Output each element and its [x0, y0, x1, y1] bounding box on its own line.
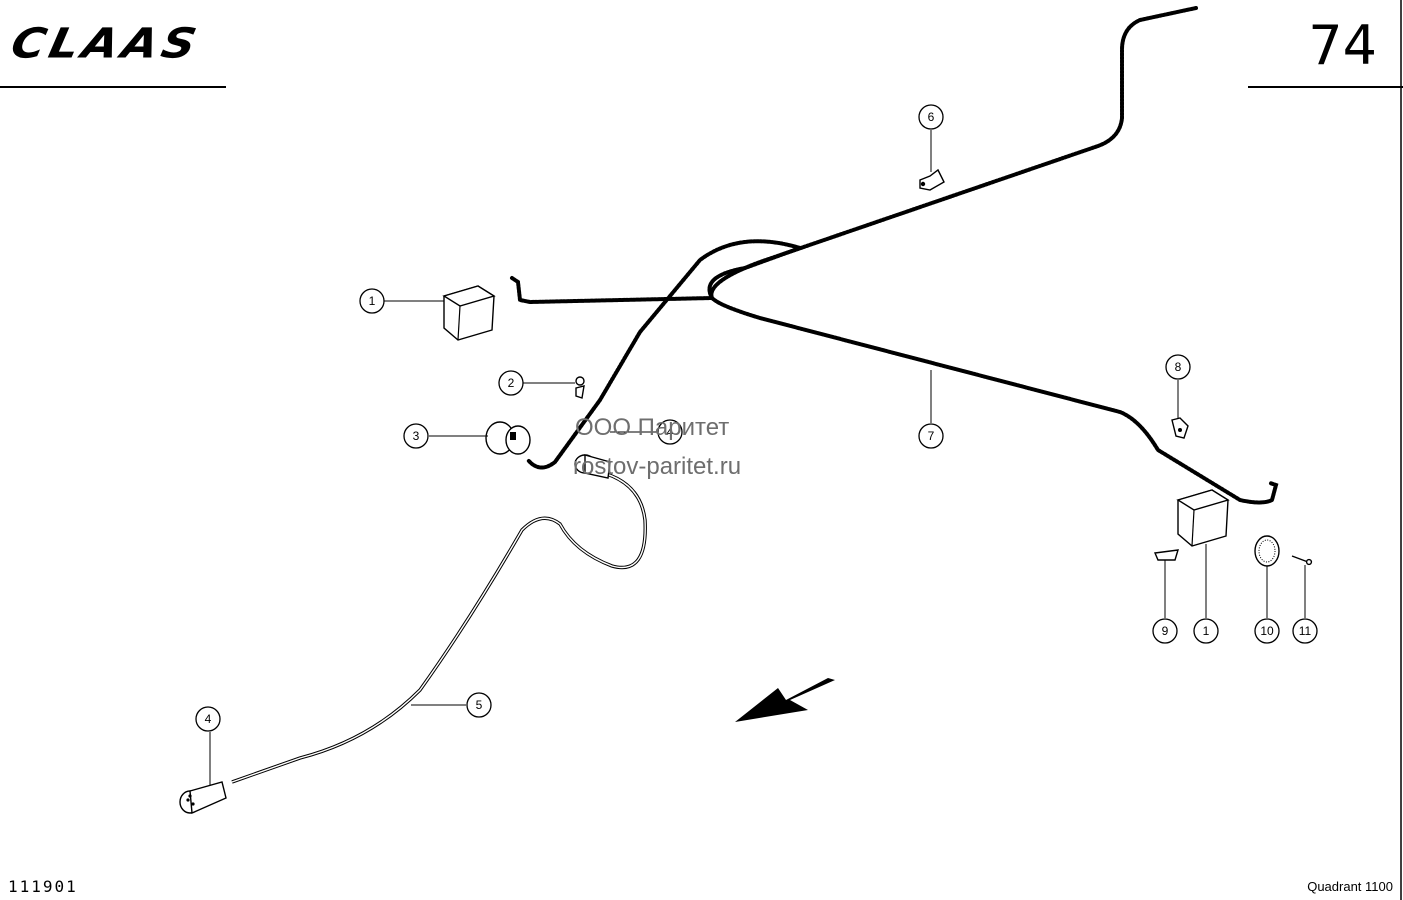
bracket-part-8 [1171, 417, 1189, 439]
header-rule-right [1248, 86, 1403, 88]
svg-text:4: 4 [667, 425, 674, 439]
svg-text:4: 4 [205, 712, 212, 726]
callout-1b: 1 [1193, 618, 1219, 644]
callout-3: 3 [403, 423, 429, 449]
leader-lines [209, 130, 1306, 785]
bracket-part-6 [919, 168, 945, 191]
callout-8: 8 [1165, 354, 1191, 380]
svg-text:3: 3 [413, 429, 420, 443]
svg-text:6: 6 [928, 110, 935, 124]
svg-text:1: 1 [369, 294, 376, 308]
callout-4: 4 [195, 706, 221, 732]
socket-part-3 [485, 421, 531, 455]
svg-text:10: 10 [1260, 624, 1274, 638]
svg-text:9: 9 [1162, 624, 1169, 638]
lamp-left [442, 285, 496, 341]
header-rule-left [0, 86, 226, 88]
lens-part-9 [1153, 549, 1179, 561]
watermark-url: rostov-paritet.ru [573, 453, 741, 480]
watermark-company: ООО Паритет [575, 414, 729, 441]
direction-arrow [735, 678, 835, 722]
callout-11: 11 [1292, 618, 1318, 644]
callout-6: 6 [918, 104, 944, 130]
callout-2: 2 [498, 370, 524, 396]
lamp-right [1176, 489, 1230, 547]
svg-text:11: 11 [1299, 624, 1312, 638]
callout-7: 7 [918, 423, 944, 449]
svg-text:2: 2 [508, 376, 515, 390]
screw-part-11 [1291, 555, 1313, 566]
callout-5: 5 [466, 692, 492, 718]
connector-part-4-upper [574, 454, 611, 479]
callout-9: 9 [1152, 618, 1178, 644]
harness-main [510, 6, 1279, 505]
clip-part-2 [575, 376, 585, 399]
svg-text:7: 7 [928, 429, 935, 443]
svg-text:5: 5 [476, 698, 483, 712]
model-name: Quadrant 1100 [1307, 879, 1393, 894]
callout-10: 10 [1254, 618, 1280, 644]
svg-text:1: 1 [1203, 624, 1210, 638]
drawing-number: 111901 [8, 877, 78, 896]
connector-part-4-lower [179, 781, 227, 815]
svg-text:8: 8 [1175, 360, 1182, 374]
reflector-part-10 [1254, 535, 1280, 567]
callout-1a: 1 [359, 288, 385, 314]
page-number: 74 [1308, 14, 1377, 77]
callout-4b: 4 [657, 419, 683, 445]
cable-trailer [231, 468, 647, 784]
